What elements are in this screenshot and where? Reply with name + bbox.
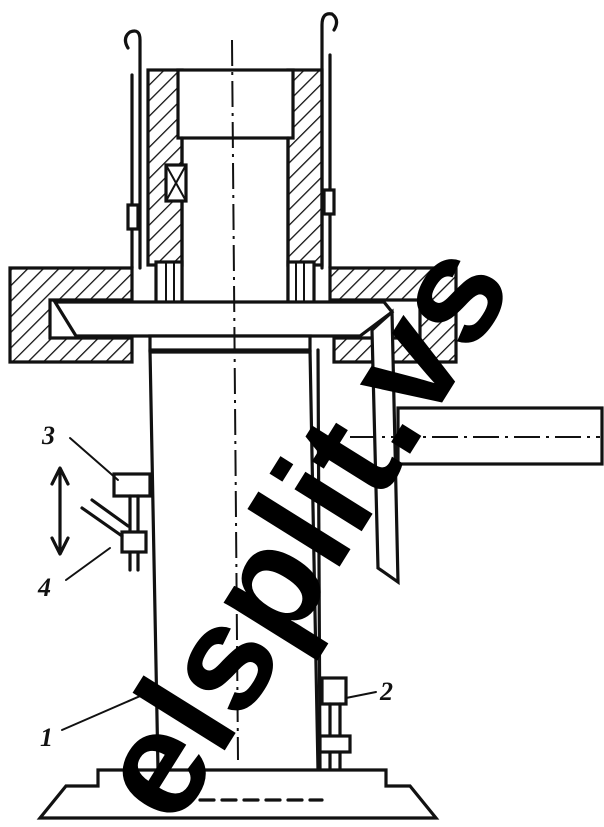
- side-hooks: [123, 12, 339, 270]
- blade-arm: [370, 308, 400, 586]
- left-hook: [123, 29, 142, 270]
- stop-assembly: [50, 466, 152, 572]
- stop-4-handle: [80, 506, 124, 538]
- leader-4: [65, 547, 111, 581]
- callout-2: 2: [379, 677, 393, 706]
- base: [36, 768, 440, 820]
- lower-screw: [318, 676, 352, 772]
- stop-3-block: [112, 472, 152, 498]
- base-plate: [36, 768, 440, 820]
- callout-4: 4: [37, 573, 51, 602]
- center-axis: [231, 39, 239, 761]
- callout-3: 3: [41, 421, 55, 450]
- right-hook: [320, 12, 339, 270]
- leader-1: [61, 689, 155, 731]
- plate-left-block: [8, 266, 134, 364]
- main-column: [148, 348, 322, 772]
- leader-2: [345, 691, 377, 699]
- column-left-edge: [148, 348, 160, 772]
- callout-1: 1: [40, 723, 53, 752]
- stop-4-block: [120, 530, 148, 554]
- upper-holder-cap: [176, 68, 295, 140]
- upper-holder: [146, 68, 324, 308]
- cutting-blade: [52, 300, 395, 338]
- leader-3: [69, 437, 119, 481]
- table-plate: [8, 266, 604, 586]
- column-right-edge: [308, 348, 320, 772]
- plate-right-block: [328, 266, 458, 364]
- screw-2-head: [320, 676, 348, 706]
- leader-lines: [61, 437, 377, 731]
